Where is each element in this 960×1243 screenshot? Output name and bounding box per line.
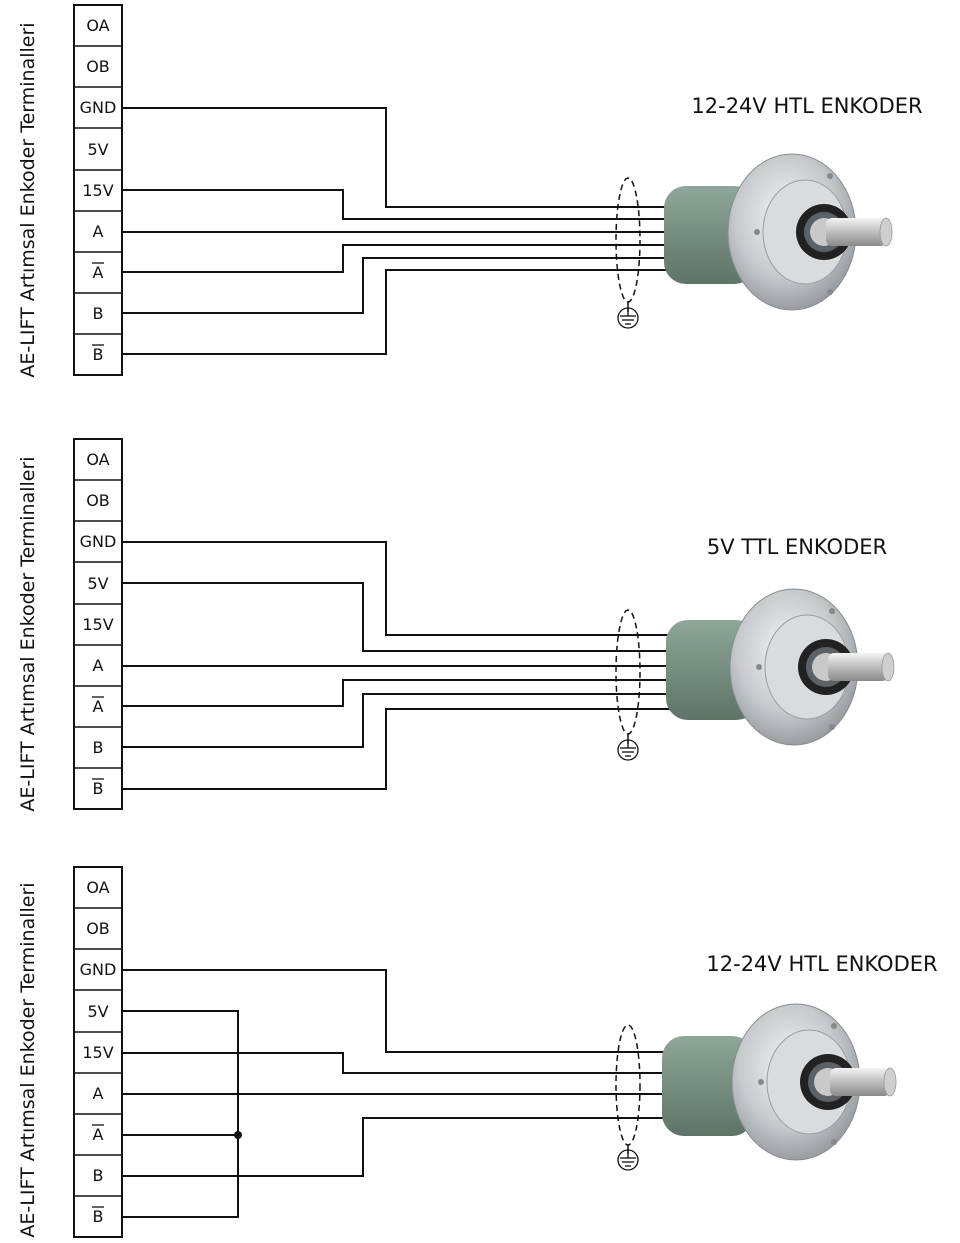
terminal-gnd: GND	[80, 98, 117, 117]
terminal-a-bar: A	[93, 1125, 104, 1144]
terminal-a-bar: A	[93, 263, 104, 282]
terminal-5v: 5V	[87, 1002, 108, 1021]
terminal-b: B	[93, 1166, 104, 1185]
encoder-image	[662, 1003, 897, 1161]
terminal-15v: 15V	[82, 1043, 113, 1062]
encoder-image	[664, 153, 893, 311]
panel-2: AE-LIFT Artımsal Enkoder Terminalleri OA…	[17, 438, 895, 812]
panel-1: AE-LIFT Artımsal Enkoder Terminalleri OA…	[17, 4, 923, 378]
panel-3: AE-LIFT Artımsal Enkoder Terminalleri OA…	[17, 866, 938, 1238]
side-label-text: AE-LIFT Artımsal Enkoder Terminalleri	[17, 882, 39, 1237]
terminal-a-bar: A	[93, 697, 104, 716]
terminal-gnd: GND	[80, 532, 117, 551]
terminal-a: A	[93, 222, 104, 241]
shield-ground-icon	[615, 609, 641, 761]
terminal-ob: OB	[86, 491, 110, 510]
terminal-b-bar: B	[93, 779, 104, 798]
terminal-5v: 5V	[87, 574, 108, 593]
terminal-oa: OA	[86, 16, 109, 35]
encoder-title: 5V TTL ENKODER	[707, 535, 887, 559]
terminal-15v: 15V	[82, 181, 113, 200]
wires	[122, 969, 676, 1218]
shield-ground-icon	[615, 177, 641, 329]
terminal-b-bar: B	[93, 345, 104, 364]
side-label-text: AE-LIFT Artımsal Enkoder Terminalleri	[17, 456, 39, 811]
shield-ground-icon	[615, 1024, 641, 1171]
terminal-b: B	[93, 304, 104, 323]
side-label: AE-LIFT Artımsal Enkoder Terminalleri	[17, 882, 39, 1237]
terminal-oa: OA	[86, 450, 109, 469]
terminal-oa: OA	[86, 878, 109, 897]
junction-dot	[234, 1131, 242, 1139]
encoder-image	[666, 588, 895, 746]
terminal-gnd: GND	[80, 960, 117, 979]
encoder-title: 12-24V HTL ENKODER	[691, 94, 922, 118]
wires	[122, 541, 680, 790]
terminal-15v: 15V	[82, 615, 113, 634]
side-label: AE-LIFT Artımsal Enkoder Terminalleri	[17, 22, 39, 377]
terminal-block	[73, 438, 123, 810]
wires	[122, 107, 668, 355]
side-label: AE-LIFT Artımsal Enkoder Terminalleri	[17, 456, 39, 811]
terminal-ob: OB	[86, 57, 110, 76]
terminal-ob: OB	[86, 919, 110, 938]
encoder-title: 12-24V HTL ENKODER	[706, 952, 937, 976]
terminal-a: A	[93, 1084, 104, 1103]
side-label-text: AE-LIFT Artımsal Enkoder Terminalleri	[17, 22, 39, 377]
terminal-a: A	[93, 656, 104, 675]
terminal-b: B	[93, 738, 104, 757]
terminal-b-bar: B	[93, 1207, 104, 1226]
terminal-5v: 5V	[87, 140, 108, 159]
